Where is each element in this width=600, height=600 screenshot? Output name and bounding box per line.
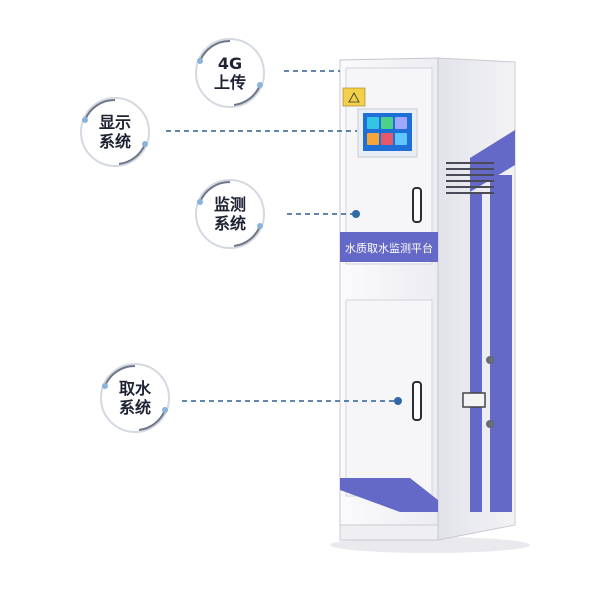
hazard-triangle: [348, 92, 360, 103]
callout-display-system: 显示 系统: [75, 92, 155, 172]
callout-line-1: 4G: [217, 54, 243, 73]
upper-door-handle: [412, 187, 422, 223]
callout-4g-upload: 4G 上传: [190, 33, 270, 113]
leader-dot-monitor: [352, 210, 360, 218]
callout-ring: [195, 179, 265, 249]
leader-dot-intake: [394, 397, 402, 405]
callout-ring: [100, 363, 170, 433]
hazard-warning-icon: [342, 87, 366, 107]
callout-ring: [80, 97, 150, 167]
callout-label: 取水 系统: [95, 358, 175, 438]
floor-shadow: [330, 537, 530, 553]
callout-line-1: 监测: [213, 195, 246, 214]
vent-grille: [446, 162, 494, 194]
side-label: 水质取水监测平台: [345, 241, 433, 255]
pipe-fitting: [486, 420, 494, 428]
callout-label: 显示 系统: [75, 92, 155, 172]
callout-line-1: 取水: [118, 379, 151, 398]
label-band: [340, 232, 438, 262]
callout-line-2: 系统: [213, 214, 246, 233]
callout-monitoring-system: 监测 系统: [190, 174, 270, 254]
pipe-fitting: [486, 356, 494, 364]
side-stripe: [470, 130, 515, 192]
callout-line-2: 系统: [98, 132, 131, 151]
bottom-stripe: [340, 478, 438, 512]
leader-lines: [166, 70, 398, 402]
callout-line-1: 显示: [98, 113, 131, 132]
side-bracket: [462, 392, 486, 408]
lower-door-handle: [412, 381, 422, 421]
callout-line-2: 上传: [213, 73, 246, 92]
callout-label: 4G 上传: [190, 33, 270, 113]
cabinet-plinth: [339, 524, 439, 541]
side-stripe-left: [470, 192, 482, 512]
callout-label: 监测 系统: [190, 174, 270, 254]
screen-app-icons: [367, 117, 407, 145]
callout-line-2: 系统: [118, 398, 151, 417]
side-stripe-right: [490, 175, 512, 512]
callout-intake-system: 取水 系统: [95, 358, 175, 438]
callout-ring: [195, 38, 265, 108]
